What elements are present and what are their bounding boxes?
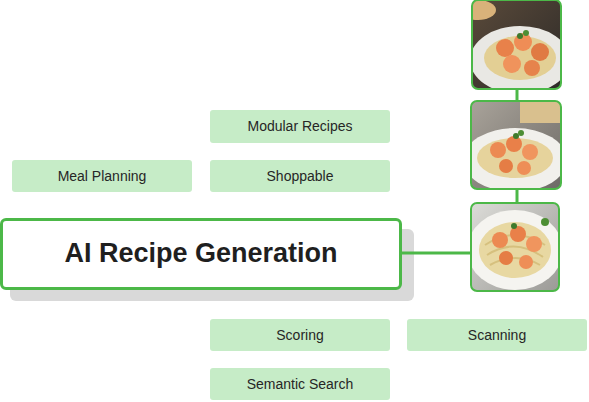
food-photo [472, 0, 561, 89]
main-box: AI Recipe Generation [0, 218, 402, 290]
photo-frame [471, 101, 561, 189]
feature-box: Meal Planning [12, 160, 192, 192]
leader-line [401, 252, 472, 255]
feature-box: Scoring [210, 319, 390, 351]
leader-line [516, 189, 519, 203]
box-label: Scanning [468, 327, 526, 343]
photo-frame [472, 0, 561, 89]
feature-box: Semantic Search [210, 368, 390, 400]
food-photo [471, 101, 561, 189]
box-label: Meal Planning [58, 168, 147, 184]
box-label: Semantic Search [247, 376, 354, 392]
box-label: AI Recipe Generation [64, 238, 337, 269]
feature-box: Shoppable [210, 160, 390, 192]
food-photo [471, 203, 559, 291]
leader-line [516, 89, 519, 101]
box-label: Scoring [276, 327, 323, 343]
box-label: Shoppable [267, 168, 334, 184]
photo-frame [471, 203, 559, 291]
box-label: Modular Recipes [247, 118, 352, 134]
feature-box: Scanning [407, 319, 587, 351]
feature-box: Modular Recipes [210, 110, 390, 143]
